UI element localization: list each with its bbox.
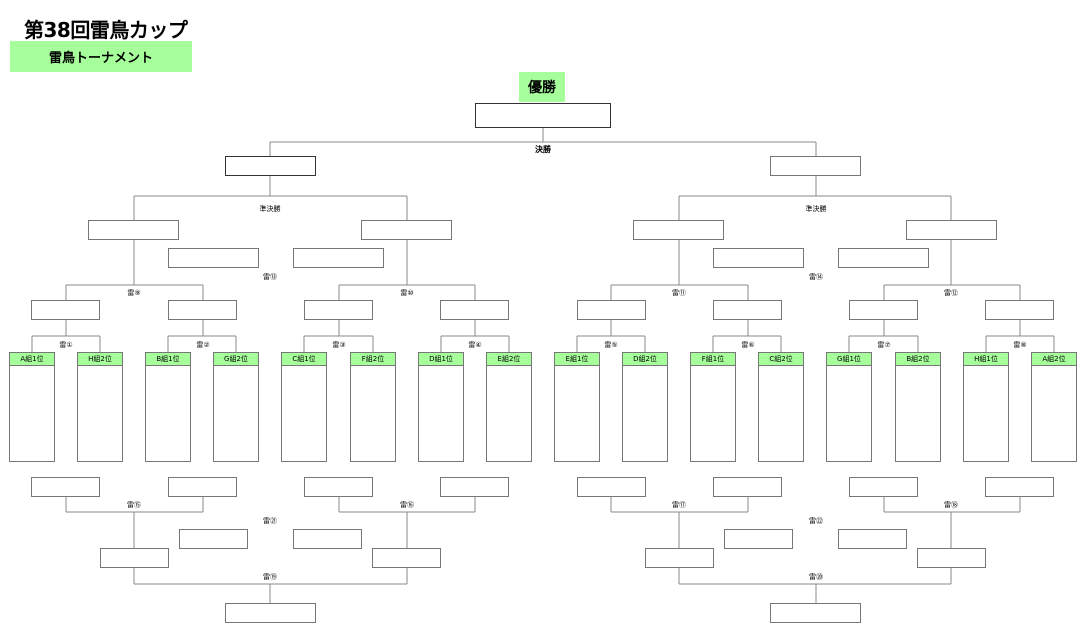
consolation-box[interactable] xyxy=(985,477,1054,497)
team-slot[interactable]: A組1位 xyxy=(9,352,55,462)
match-label-1: 雷① xyxy=(59,341,73,349)
consolation-box[interactable] xyxy=(645,548,714,568)
match-label-18: 雷⑱ xyxy=(944,501,958,509)
match-label-6: 雷⑥ xyxy=(741,341,755,349)
finalist-left-box[interactable] xyxy=(225,156,316,176)
semifinalist-box[interactable] xyxy=(361,220,452,240)
consolation-box[interactable] xyxy=(100,548,169,568)
team-slot[interactable]: B組2位 xyxy=(895,352,941,462)
match-label-5: 雷⑤ xyxy=(604,341,618,349)
finalist-right-box[interactable] xyxy=(770,156,861,176)
team-name: F組2位 xyxy=(351,353,395,366)
semifinal-label-right: 準決勝 xyxy=(805,205,827,213)
champion-label: 優勝 xyxy=(519,72,565,102)
team-name: E組1位 xyxy=(555,353,599,366)
match-label-11: 雷⑪ xyxy=(672,289,686,297)
match-label-13: 雷⑬ xyxy=(263,273,277,281)
team-slot[interactable]: H組2位 xyxy=(77,352,123,462)
round2-box[interactable] xyxy=(168,300,237,320)
team-slot[interactable]: C組1位 xyxy=(281,352,327,462)
consolation-box[interactable] xyxy=(304,477,373,497)
match-label-3: 雷③ xyxy=(332,341,346,349)
team-name: C組1位 xyxy=(282,353,326,366)
round2-box[interactable] xyxy=(31,300,100,320)
round2-box[interactable] xyxy=(713,300,782,320)
consolation-box[interactable] xyxy=(31,477,100,497)
team-name: A組1位 xyxy=(10,353,54,366)
team-slot[interactable]: F組1位 xyxy=(690,352,736,462)
consolation-box[interactable] xyxy=(724,529,793,549)
match-label-19: 雷⑲ xyxy=(263,573,277,581)
consolation-box[interactable] xyxy=(849,477,918,497)
team-slot[interactable]: E組1位 xyxy=(554,352,600,462)
match-label-16: 雷⑯ xyxy=(400,501,414,509)
team-name: H組1位 xyxy=(964,353,1008,366)
team-slot[interactable]: D組2位 xyxy=(622,352,668,462)
team-slot[interactable]: G組2位 xyxy=(213,352,259,462)
third-place-box[interactable] xyxy=(293,248,384,268)
consolation-box[interactable] xyxy=(179,529,248,549)
team-name: B組1位 xyxy=(146,353,190,366)
match-label-4: 雷④ xyxy=(468,341,482,349)
team-slot[interactable]: H組1位 xyxy=(963,352,1009,462)
match-label-20: 雷⑳ xyxy=(809,573,823,581)
match-label-22: 雷㉒ xyxy=(809,517,823,525)
match-label-15: 雷⑮ xyxy=(127,501,141,509)
match-label-17: 雷⑰ xyxy=(672,501,686,509)
consolation-box[interactable] xyxy=(293,529,362,549)
match-label-12: 雷⑫ xyxy=(944,289,958,297)
semifinalist-box[interactable] xyxy=(906,220,997,240)
team-name: F組1位 xyxy=(691,353,735,366)
team-slot[interactable]: F組2位 xyxy=(350,352,396,462)
match-label-10: 雷⑩ xyxy=(400,289,414,297)
round2-box[interactable] xyxy=(577,300,646,320)
round2-box[interactable] xyxy=(440,300,509,320)
match-label-2: 雷② xyxy=(196,341,210,349)
consolation-winner-box[interactable] xyxy=(770,603,861,623)
round2-box[interactable] xyxy=(304,300,373,320)
consolation-winner-box[interactable] xyxy=(225,603,316,623)
team-slot[interactable]: B組1位 xyxy=(145,352,191,462)
third-place-box[interactable] xyxy=(713,248,804,268)
team-name: E組2位 xyxy=(487,353,531,366)
team-name: A組2位 xyxy=(1032,353,1076,366)
match-label-14: 雷⑭ xyxy=(809,273,823,281)
third-place-box[interactable] xyxy=(838,248,929,268)
round2-box[interactable] xyxy=(849,300,918,320)
consolation-box[interactable] xyxy=(838,529,907,549)
match-label-21: 雷㉑ xyxy=(263,517,277,525)
semifinalist-box[interactable] xyxy=(88,220,179,240)
page-title: 第38回雷鳥カップ xyxy=(24,18,188,42)
match-label-9: 雷⑨ xyxy=(127,289,141,297)
team-name: B組2位 xyxy=(896,353,940,366)
team-name: C組2位 xyxy=(759,353,803,366)
consolation-box[interactable] xyxy=(168,477,237,497)
match-label-8: 雷⑧ xyxy=(1013,341,1027,349)
team-slot[interactable]: C組2位 xyxy=(758,352,804,462)
team-name: H組2位 xyxy=(78,353,122,366)
team-slot[interactable]: D組1位 xyxy=(418,352,464,462)
team-name: D組2位 xyxy=(623,353,667,366)
team-slot[interactable]: G組1位 xyxy=(826,352,872,462)
tournament-subtitle: 雷鳥トーナメント xyxy=(10,41,192,72)
third-place-box[interactable] xyxy=(168,248,259,268)
champion-box[interactable] xyxy=(475,103,611,128)
round2-box[interactable] xyxy=(985,300,1054,320)
team-slot[interactable]: A組2位 xyxy=(1031,352,1077,462)
final-label: 決勝 xyxy=(535,145,551,154)
semifinal-label-left: 準決勝 xyxy=(259,205,281,213)
consolation-box[interactable] xyxy=(372,548,441,568)
match-label-7: 雷⑦ xyxy=(877,341,891,349)
consolation-box[interactable] xyxy=(917,548,986,568)
consolation-box[interactable] xyxy=(577,477,646,497)
semifinalist-box[interactable] xyxy=(633,220,724,240)
team-name: G組1位 xyxy=(827,353,871,366)
consolation-box[interactable] xyxy=(713,477,782,497)
team-name: D組1位 xyxy=(419,353,463,366)
consolation-box[interactable] xyxy=(440,477,509,497)
team-name: G組2位 xyxy=(214,353,258,366)
team-slot[interactable]: E組2位 xyxy=(486,352,532,462)
